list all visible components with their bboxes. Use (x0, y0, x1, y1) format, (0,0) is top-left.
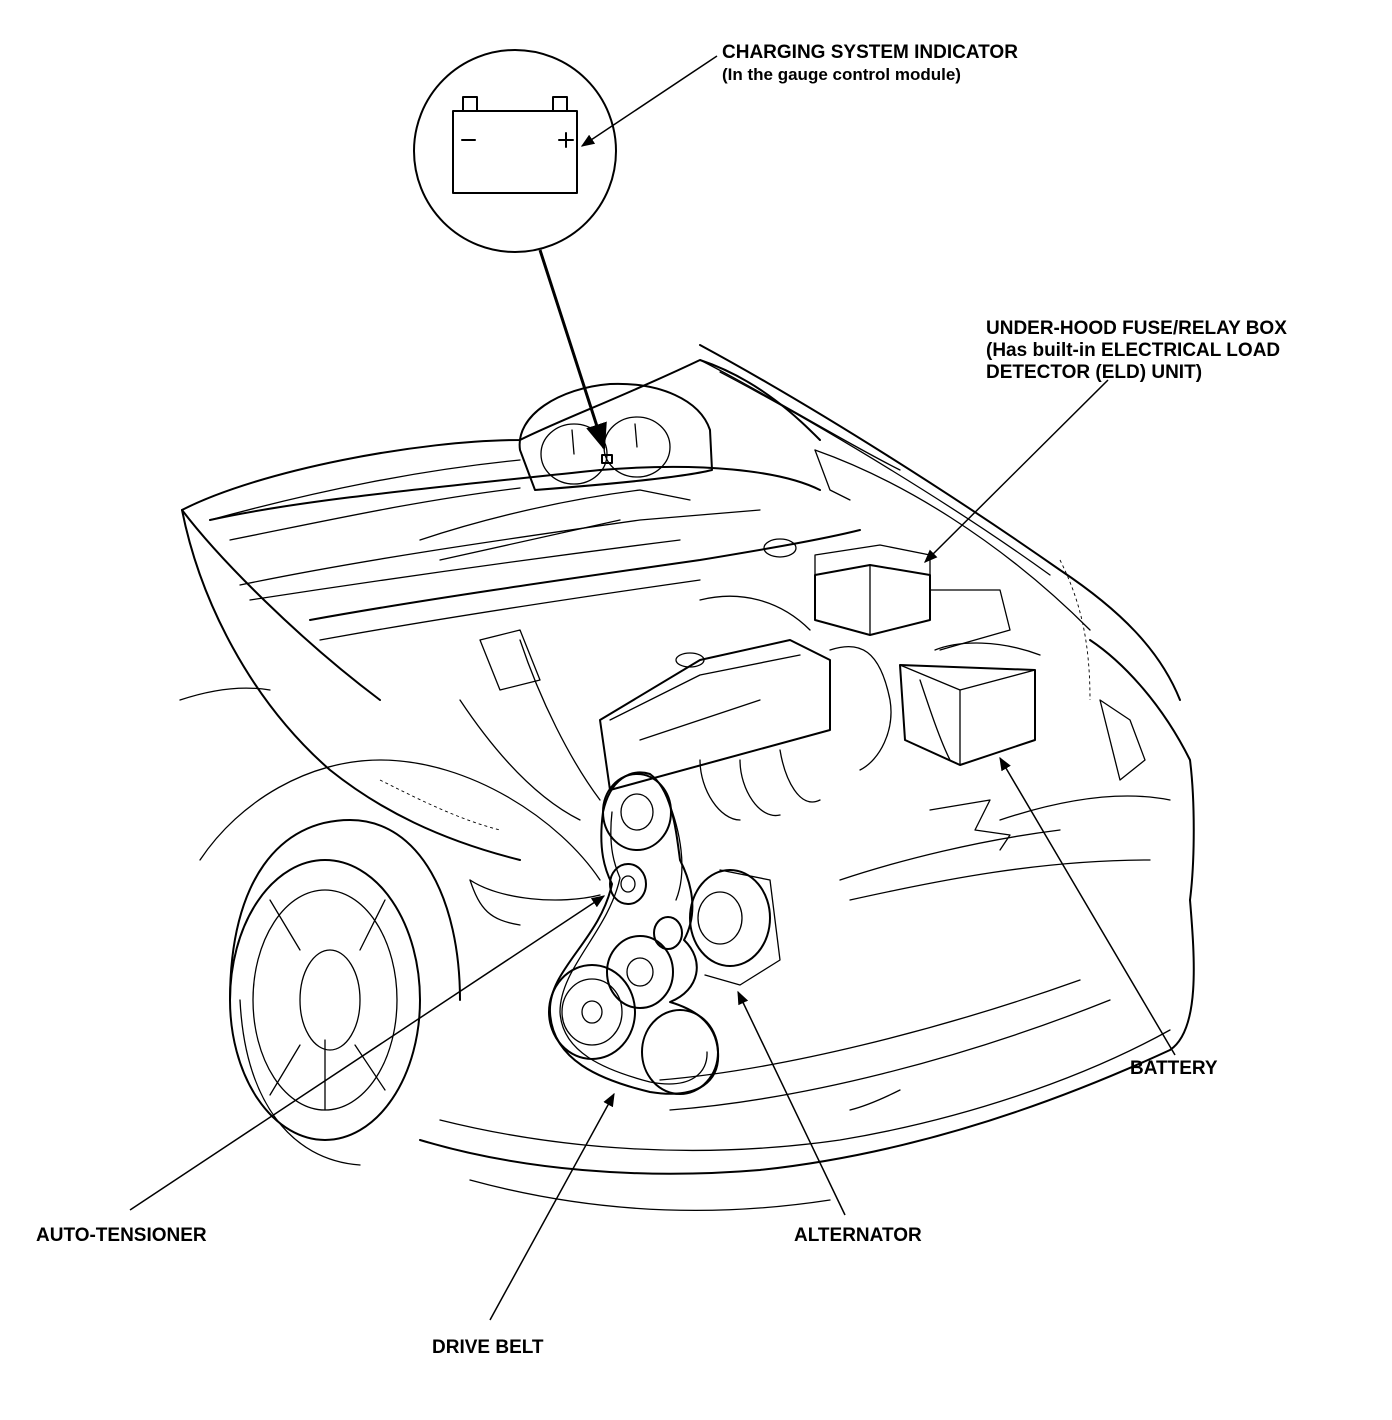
engine (459, 595, 892, 821)
alternator-label: ALTERNATOR (794, 1225, 922, 1247)
alternator-label-text: ALTERNATOR (794, 1225, 922, 1246)
fuse-relay-box-label: UNDER-HOOD FUSE/RELAY BOX (Has built-in … (986, 318, 1287, 384)
fuse-relay-box-label-line3: DETECTOR (ELD) UNIT) (986, 362, 1203, 383)
fuse-relay-box-label-line2: (Has built-in ELECTRICAL LOAD (986, 340, 1281, 361)
battery-label: BATTERY (1130, 1058, 1218, 1080)
charging-indicator-label-line2: (In the gauge control module) (722, 65, 961, 84)
charging-indicator-label: CHARGING SYSTEM INDICATOR (In the gauge … (722, 42, 1018, 86)
car-engine-bay-illustration (179, 344, 1195, 1212)
gauge-cluster (518, 382, 713, 491)
drive-belt-label-text: DRIVE BELT (432, 1337, 544, 1358)
drive-belt-label: DRIVE BELT (432, 1337, 544, 1359)
battery-in-engine-bay (899, 642, 1041, 766)
battery-icon (452, 96, 578, 194)
fuse-relay-box-label-line1: UNDER-HOOD FUSE/RELAY BOX (986, 318, 1287, 339)
fuse-relay-box (814, 544, 1011, 651)
charging-indicator-label-line1: CHARGING SYSTEM INDICATOR (722, 42, 1018, 63)
auto-tensioner-label: AUTO-TENSIONER (36, 1225, 207, 1247)
battery-label-text: BATTERY (1130, 1058, 1218, 1079)
charging-indicator-inset (413, 49, 617, 451)
leader-lines (129, 55, 1176, 1321)
accessory-drive (548, 771, 781, 1095)
wheel (229, 819, 461, 1166)
auto-tensioner-label-text: AUTO-TENSIONER (36, 1225, 207, 1246)
